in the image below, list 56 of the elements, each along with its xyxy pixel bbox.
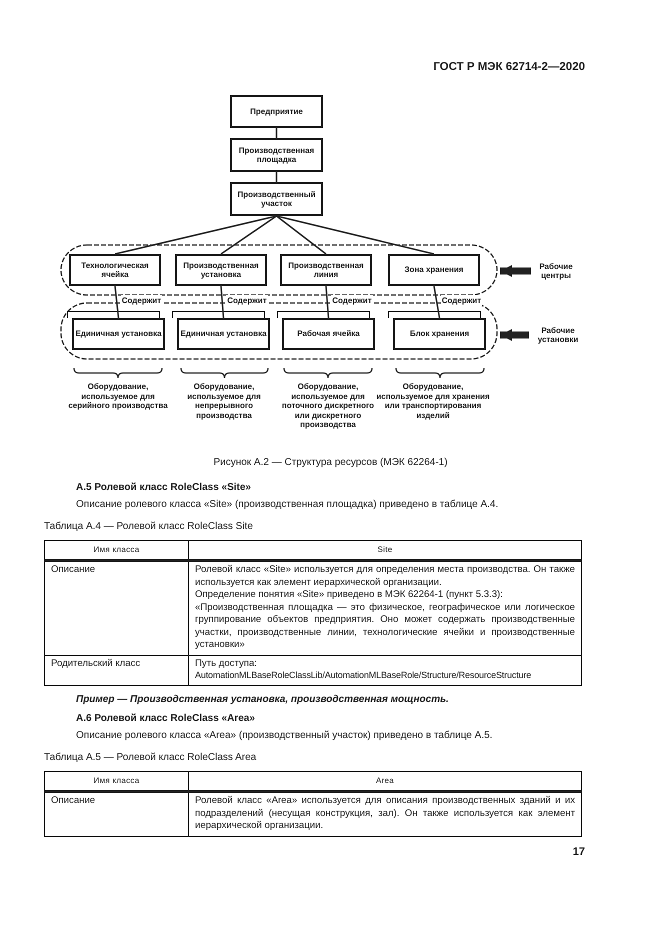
cell-text: Путь доступа: (195, 658, 258, 670)
process-box: Зона хранения (388, 254, 480, 286)
equipment-note: Оборудование, используемое для серийного производства (67, 382, 169, 411)
side-label: Рабочие установки (529, 323, 587, 347)
process-box: Технологическая ячейка (69, 254, 161, 286)
header-cell-text: Area (374, 776, 396, 786)
block-arrow (500, 265, 531, 277)
cell-text: Определение понятия «Site» приведено в МЭК 62264-1 (пункт 5.3.3): (195, 589, 504, 602)
equipment-note: Оборудование, используемое для непрерывного производства (186, 382, 262, 420)
table-title: Таблица А.5 — Ролевой класс RoleClass Area (44, 750, 258, 764)
section-heading: А.6 Ролевой класс RoleClass «Area» (75, 712, 256, 725)
edge-label: Содержит (226, 295, 268, 306)
edge-label: Содержит (440, 295, 482, 306)
connector (276, 172, 278, 182)
process-box: Производственный участок (230, 182, 323, 216)
connector (276, 215, 434, 255)
process-box: Производственная линия (280, 254, 372, 286)
paragraph: Описание ролевого класса «Site» (производственная площадка) приведено в таблице А.4. (75, 498, 500, 511)
paragraph: Описание ролевого класса «Area» (производственный участок) приведено в таблице А.5. (75, 728, 494, 742)
process-box: Производственная площадка (230, 138, 323, 172)
connector (276, 215, 326, 255)
section-heading: А.5 Ролевой класс RoleClass «Site» (75, 481, 252, 494)
edge-label: Содержит (331, 295, 373, 306)
dashed-group (60, 244, 498, 296)
cell-text: Ролевой класс «Area» используется для описания производственных зданий и их подразделений (несущая конструкция, зал). Он также используется как элемент иерархической организации. (195, 795, 575, 833)
cell-text: Родительский класс (51, 658, 142, 670)
cell-text: Описание (51, 564, 96, 577)
connector (433, 286, 440, 318)
process-box: Блок хранения (393, 318, 486, 350)
cell-text: «Производственная площадка — это физическое, географическое или логическое группирование объектов предприятия. Оно может содержать производственные участки, производственные линии, технологические ячейки и производственные установки» (195, 602, 575, 652)
cell-text: Описание (51, 795, 96, 808)
figure-caption: Рисунок А.2 — Структура ресурсов (МЭК 62264-1) (212, 457, 449, 468)
page-number: 17 (572, 846, 585, 858)
process-box: Единичная установка (177, 318, 270, 350)
process-box: Единичная установка (72, 318, 165, 350)
cell-text: AutomationMLBaseRoleClassLib/AutomationMLBaseRole/Structure/ResourceStructure (195, 670, 532, 682)
side-label: Рабочие центры (531, 259, 581, 283)
connector (114, 215, 277, 255)
connector (276, 128, 278, 138)
connector (325, 286, 330, 318)
connector (220, 286, 224, 318)
block-arrow (500, 329, 529, 341)
process-box: Производственная установка (175, 254, 267, 286)
connector (114, 286, 120, 318)
header-cell-text: Имя класса (92, 545, 140, 556)
document-number: ГОСТ Р МЭК 62714-2—2020 (432, 61, 585, 73)
process-box: Рабочая ячейка (282, 318, 375, 350)
edge-label: Содержит (120, 295, 162, 306)
cell-text: Ролевой класс «Site» используется для определения места производства. Он также используется как элемент иерархической организации. (195, 564, 575, 590)
connector (220, 215, 277, 255)
table-title: Таблица А.4 — Ролевой класс RoleClass Site (44, 520, 254, 533)
process-box: Предприятие (230, 95, 323, 128)
equipment-note: Оборудование, используемое для хранения или транспортирования изделий (376, 382, 490, 420)
header-cell-text: Имя класса (92, 776, 140, 786)
example-note: Пример — Производственная установка, производственная мощность. (75, 692, 450, 706)
header-cell-text: Site (376, 545, 394, 556)
